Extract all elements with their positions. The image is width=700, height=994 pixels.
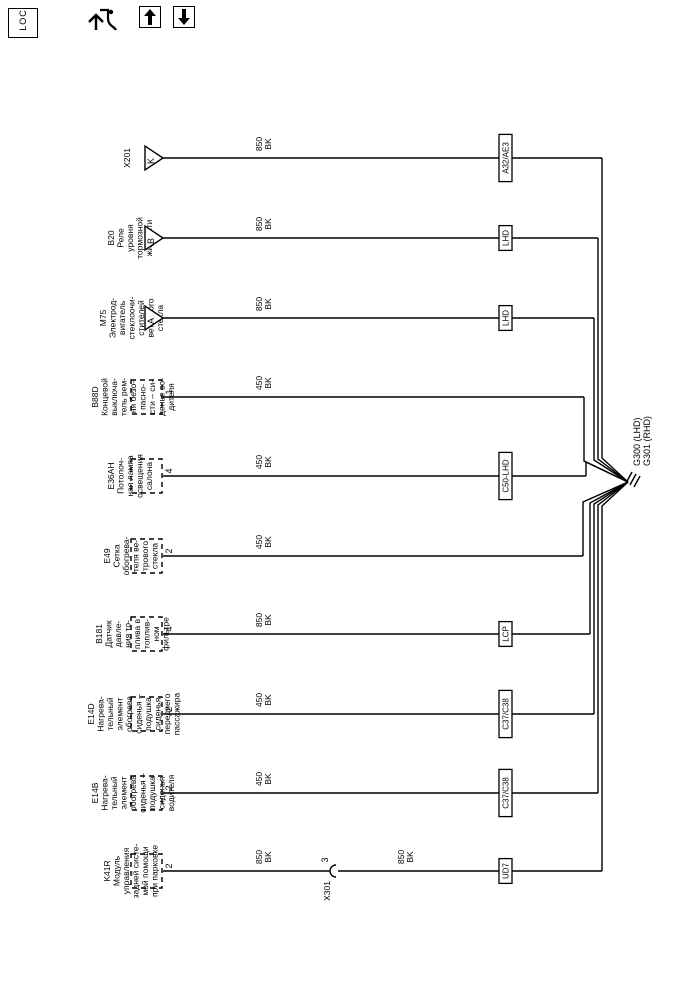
circuit-9: K41RМодульуправлениязадней систе-мой пом…	[102, 481, 629, 901]
component-label: B181Датчикдавле-ния то-плива втоплив-ном…	[94, 617, 171, 651]
pin-label: 4	[164, 626, 174, 631]
bus-wire	[589, 481, 629, 634]
connector-triangle	[144, 144, 165, 172]
splice-id: A32/AE3	[502, 142, 511, 174]
ground-label: G300 (LHD) G301 (RHD)	[632, 415, 652, 466]
splice-box	[498, 451, 513, 501]
circuit-3: B88DКонцевойвыключа-тель рем-ня безо-пас…	[90, 376, 629, 483]
wire-label: 450BK	[254, 772, 273, 786]
pin-label: 2	[164, 706, 174, 711]
circuit-1: B20РелеуровнятормознойжидкостиB850BKLHD	[106, 217, 629, 483]
component-label: X201	[122, 148, 132, 168]
splice-id: LHD	[502, 310, 511, 326]
connector-triangle	[144, 304, 165, 332]
connector-dashed	[130, 775, 163, 811]
splice-id: LCP	[502, 626, 511, 642]
splice-box	[498, 620, 513, 648]
circuit-8: E14BНагрева-тельныйэлементобогревасидень…	[90, 481, 629, 818]
pin-label: 2	[164, 548, 174, 553]
splice-id: UD7	[502, 862, 511, 879]
splice-box	[498, 768, 513, 818]
wire-label: 850BK	[396, 850, 415, 864]
wire-label: 450BK	[254, 535, 273, 549]
bus-wire	[582, 481, 629, 556]
bus-wire	[597, 238, 629, 483]
ground-point: G300 (LHD) G301 (RHD)	[625, 415, 652, 488]
splice-id: C50-LHD	[502, 459, 511, 493]
circuit-6: B181Датчикдавле-ния то-плива втоплив-ном…	[94, 481, 629, 652]
wire-label: 450BK	[254, 455, 273, 469]
arrow-up-icon	[144, 9, 156, 25]
component-label: E49Сеткаобогрева-теля ве-тровогостекла	[102, 536, 160, 575]
wire-label: 850BK	[254, 297, 273, 311]
pin-label: 2	[164, 863, 174, 868]
connector-dashed	[130, 458, 163, 494]
arrow-down-button[interactable]	[173, 6, 195, 28]
pin-label: 4	[164, 468, 174, 473]
connector-triangle	[144, 224, 165, 252]
component-label: E36AHПотолоч-ная лампаосвещениясалона	[106, 454, 154, 498]
connector-dashed	[130, 538, 163, 574]
wire-label: 450BK	[254, 376, 273, 390]
splice-id: C37/C38	[502, 777, 511, 809]
wire-label: 850BK	[254, 217, 273, 231]
circuit-2: M75Электрод-вигательстеклоочи-стителейве…	[98, 296, 629, 483]
pin-label: 1	[164, 389, 174, 394]
splice-id: C37/C38	[502, 698, 511, 730]
arrow-down-icon	[178, 9, 190, 25]
pin-label: K	[146, 158, 156, 164]
connector-dashed	[130, 696, 163, 732]
splice-pin: 3	[320, 857, 330, 862]
pin-label: B	[146, 238, 156, 244]
splice-name: X301	[322, 881, 332, 901]
bus-wire	[601, 481, 629, 871]
splice-box	[498, 133, 513, 183]
bus-wire	[597, 481, 629, 793]
bus-wire	[601, 158, 629, 483]
splice-box	[498, 689, 513, 739]
loc-button[interactable]: LOC	[8, 8, 38, 38]
connector-dashed	[130, 853, 163, 889]
navigate-button[interactable]	[86, 6, 120, 32]
splice-box	[498, 224, 513, 252]
wire-label: 850BK	[254, 850, 273, 864]
circuit-4: E36AHПотолоч-ная лампаосвещениясалона 4 45…	[106, 451, 629, 501]
navigate-tool-icon	[88, 8, 117, 31]
wire-label: 850BK	[254, 137, 273, 151]
wire-label: 850BK	[254, 613, 273, 627]
connector-dashed	[130, 379, 163, 415]
pin-label: A	[146, 318, 156, 324]
arrow-up-button[interactable]	[139, 6, 161, 28]
splice-id: LHD	[502, 230, 511, 246]
splice-box	[498, 304, 513, 332]
bus-wire	[583, 397, 629, 483]
bus-wire	[593, 318, 629, 483]
bus-wire	[585, 460, 629, 483]
circuit-7: E14DНагрева-тельныйэлементобогревасидень…	[86, 481, 629, 739]
component-label: K41RМодульуправлениязадней систе-мой пом…	[102, 843, 160, 898]
splice-box	[498, 857, 513, 885]
splice-x301	[329, 864, 337, 878]
wire-label: 450BK	[254, 693, 273, 707]
circuit-5: E49Сеткаобогрева-теля ве-тровогостекла 2 4…	[102, 481, 629, 575]
pin-label: 2	[164, 785, 174, 790]
bus-wire	[593, 481, 629, 714]
connector-dashed	[130, 616, 163, 652]
